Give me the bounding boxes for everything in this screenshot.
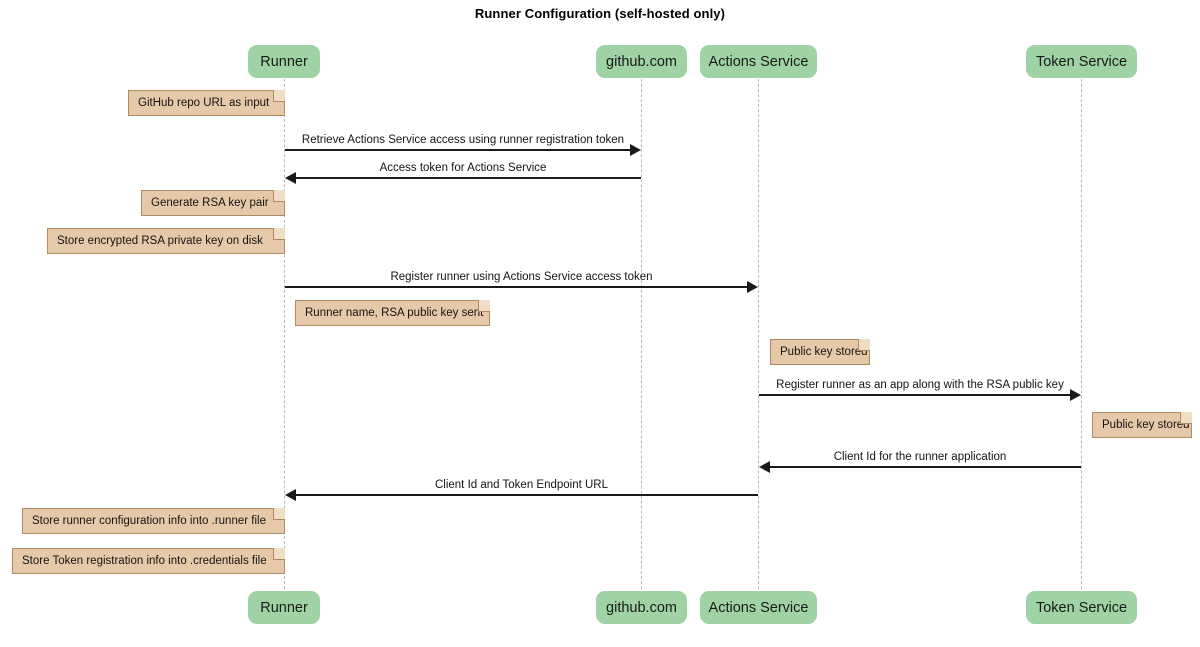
arrowhead-icon (630, 144, 641, 156)
participant-actions-bottom[interactable]: Actions Service (700, 591, 817, 624)
message-label-client-id-runner-app: Client Id for the runner application (833, 451, 1007, 463)
message-label-access-token: Access token for Actions Service (379, 162, 547, 174)
participant-runner-bottom[interactable]: Runner (248, 591, 320, 624)
participant-actions-top[interactable]: Actions Service (700, 45, 817, 78)
arrowhead-icon (747, 281, 758, 293)
message-label-register-app-rsa: Register runner as an app along with the… (776, 379, 1064, 391)
message-arrow-access-token (285, 172, 641, 184)
message-arrow-client-id-runner-app (759, 461, 1081, 473)
note-generate-rsa-key-pair: Generate RSA key pair (141, 190, 285, 216)
message-label-retrieve-actions-access: Retrieve Actions Service access using ru… (301, 134, 625, 146)
note-store-runner-config: Store runner configuration info into .ru… (22, 508, 285, 534)
lifeline-runner (284, 79, 285, 589)
message-arrow-retrieve-actions-access (285, 144, 641, 156)
participant-github-top[interactable]: github.com (596, 45, 687, 78)
participant-github-bottom[interactable]: github.com (596, 591, 687, 624)
diagram-title: Runner Configuration (self-hosted only) (474, 6, 726, 21)
note-store-token-registration: Store Token registration info into .cred… (12, 548, 285, 574)
lifeline-github (641, 79, 642, 589)
participant-token-bottom[interactable]: Token Service (1026, 591, 1137, 624)
message-arrow-register-runner (285, 281, 758, 293)
message-label-client-id-token-endpoint: Client Id and Token Endpoint URL (434, 479, 609, 491)
note-github-repo-url: GitHub repo URL as input (128, 90, 285, 116)
message-label-register-runner: Register runner using Actions Service ac… (390, 271, 653, 283)
participant-runner-top[interactable]: Runner (248, 45, 320, 78)
arrowhead-icon (285, 489, 296, 501)
arrowhead-icon (285, 172, 296, 184)
arrowhead-icon (759, 461, 770, 473)
message-arrow-client-id-token-endpoint (285, 489, 758, 501)
note-public-key-stored-actions: Public key stored (770, 339, 870, 365)
note-store-encrypted-private-key: Store encrypted RSA private key on disk (47, 228, 285, 254)
note-public-key-stored-token: Public key stored (1092, 412, 1192, 438)
lifeline-actions (758, 79, 759, 589)
participant-token-top[interactable]: Token Service (1026, 45, 1137, 78)
note-runner-name-public-key: Runner name, RSA public key sent (295, 300, 490, 326)
message-arrow-register-app-rsa (759, 389, 1081, 401)
lifeline-token (1081, 79, 1082, 589)
arrowhead-icon (1070, 389, 1081, 401)
